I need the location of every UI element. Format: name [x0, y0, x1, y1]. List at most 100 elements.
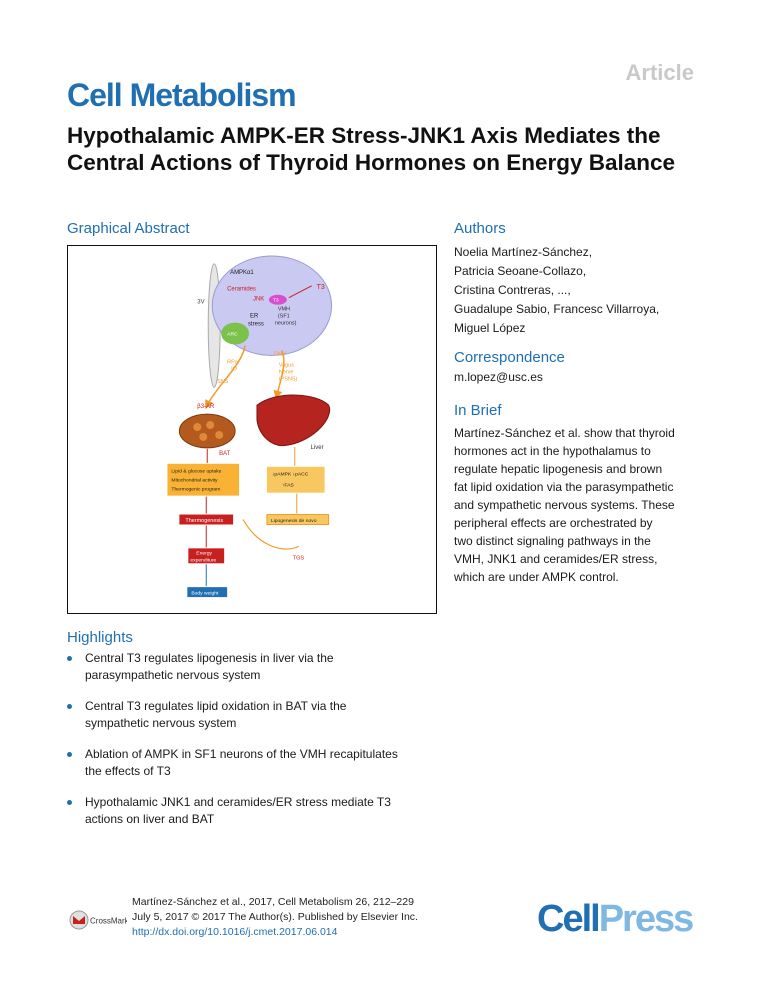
bat-cell — [199, 432, 208, 441]
energy-label: Energy — [196, 550, 212, 556]
arc-label: ARC — [227, 332, 238, 338]
author-line: Patricia Seoane-Collazo, — [454, 264, 587, 278]
in-brief-line: fat lipid oxidation via the parasympathe… — [454, 480, 674, 494]
bat-effect-2: Mitochondrial activity — [171, 478, 218, 484]
authors-heading: Authors — [454, 220, 506, 237]
rpa-label: RPa — [227, 359, 239, 365]
energy-box — [188, 548, 225, 564]
in-brief-heading: In Brief — [454, 402, 502, 419]
psns-label: (PSNS) — [279, 376, 298, 382]
t3-receptor-label: T3 — [273, 298, 279, 304]
ampk-label: AMPKα1 — [230, 270, 254, 276]
paper-title: Hypothalamic AMPK-ER Stress-JNK1 Axis Me… — [67, 123, 676, 175]
in-brief-line: peripheral effects are orchestrated by — [454, 516, 653, 530]
in-brief-line: VMH, JNK1 and ceramides/ER stress, — [454, 552, 658, 566]
bullet-icon — [67, 800, 72, 805]
highlight-line: parasympathetic nervous system — [85, 668, 261, 682]
thermogenesis-box — [179, 514, 234, 525]
jnk-label: JNK — [253, 297, 264, 303]
doi-link[interactable]: http://dx.doi.org/10.1016/j.cmet.2017.06… — [132, 926, 338, 938]
citation-line: Martínez-Sánchez et al., 2017, Cell Meta… — [132, 896, 414, 908]
liver-effect-2: ↑FAS — [282, 483, 295, 489]
crossmark-logo[interactable]: CrossMark — [69, 910, 127, 930]
author-line: Guadalupe Sabio, Francesc Villarroya, — [454, 302, 660, 316]
liver-effects-box — [266, 466, 325, 493]
bullet-icon — [67, 704, 72, 709]
highlights-heading: Highlights — [67, 629, 133, 646]
correspondence-email[interactable]: m.lopez@usc.es — [454, 370, 543, 384]
citation: Martínez-Sánchez et al., 2017, Cell Meta… — [132, 895, 418, 940]
bat-effect-3: Thermogenic program — [171, 487, 220, 493]
io-label: IO — [231, 366, 237, 372]
author-line: Noelia Martínez-Sánchez, — [454, 245, 593, 259]
ceramides-label: Ceramides — [227, 287, 256, 293]
highlights-list: Central T3 regulates lipogenesis in live… — [67, 650, 437, 842]
third-ventricle-label: 3V — [197, 300, 204, 306]
cellpress-logo-part: Press — [598, 898, 695, 940]
highlight-line: Ablation of AMPK in SF1 neurons of the V… — [85, 747, 398, 761]
stress-label: stress — [248, 322, 264, 328]
vmh-label: VMH — [278, 307, 290, 313]
er-label: ER — [250, 314, 259, 320]
svg-text:CrossMark: CrossMark — [90, 917, 127, 926]
t3-arrow — [288, 285, 312, 299]
liver-shape — [256, 394, 331, 447]
cellpress-logo[interactable]: CellPress — [537, 898, 695, 941]
bat-cell — [215, 430, 224, 439]
neurons-label: neurons) — [275, 321, 297, 327]
in-brief-line: and sympathetic nervous systems. These — [454, 498, 675, 512]
in-brief-text: Martínez-Sánchez et al. show that thyroi… — [454, 424, 704, 586]
in-brief-line: two distinct signaling pathways in the — [454, 534, 651, 548]
psns-pathway — [273, 350, 285, 400]
t3-receptor-shape — [268, 294, 287, 305]
in-brief-line: hormones act in the hypothalamus to — [454, 444, 651, 458]
citation-line: July 5, 2017 © 2017 The Author(s). Publi… — [132, 911, 418, 923]
sns-pathway — [205, 345, 246, 410]
highlight-item: Central T3 regulates lipogenesis in live… — [67, 650, 437, 684]
tgs-label: TGS — [293, 555, 305, 561]
sf1-label: (SF1 — [278, 314, 290, 320]
highlight-item: Central T3 regulates lipid oxidation in … — [67, 698, 437, 732]
bat-marker-label: β3-AR — [197, 404, 215, 410]
highlight-line: actions on liver and BAT — [85, 812, 215, 826]
highlight-item: Hypothalamic JNK1 and ceramides/ER stres… — [67, 794, 437, 828]
expenditure-label: expenditure — [190, 557, 216, 563]
in-brief-line: which are under AMPK control. — [454, 570, 619, 584]
highlight-line: sympathetic nervous system — [85, 716, 237, 730]
vagus-label: Vagus — [279, 362, 294, 368]
thermogenesis-label: Thermogenesis — [185, 518, 223, 524]
highlight-line: Hypothalamic JNK1 and ceramides/ER stres… — [85, 795, 391, 809]
graphical-abstract-diagram: 3V AMPKα1 Ceramides JNK ER stress T3 VMH… — [167, 255, 333, 598]
highlight-line: Central T3 regulates lipogenesis in live… — [85, 651, 334, 665]
author-line: Miguel López — [454, 321, 526, 335]
body-weight-box — [187, 587, 228, 598]
bat-label: BAT — [219, 451, 230, 457]
graphical-abstract-figure: 3V AMPKα1 Ceramides JNK ER stress T3 VMH… — [67, 245, 437, 614]
correspondence-heading: Correspondence — [454, 349, 565, 366]
article-label: Article — [625, 60, 694, 85]
bat-effect-1: Lipid & glucose uptake — [171, 469, 221, 475]
bat-cell — [206, 421, 215, 430]
sns-label: SNS — [217, 379, 229, 385]
in-brief-line: regulate hepatic lipogenesis and brown — [454, 462, 663, 476]
bullet-icon — [67, 752, 72, 757]
bat-cell — [193, 423, 202, 431]
bullet-icon — [67, 656, 72, 661]
highlight-item: Ablation of AMPK in SF1 neurons of the V… — [67, 746, 437, 780]
lipogenesis-box — [266, 514, 330, 525]
nerve-label: Nerve — [279, 369, 294, 375]
highlight-line: Central T3 regulates lipid oxidation in … — [85, 699, 347, 713]
author-line: Cristina Contreras, ..., — [454, 283, 571, 297]
cellpress-logo-part: Cell — [537, 898, 601, 940]
tgs-curve — [242, 519, 299, 550]
liver-effect-1: ↓pAMPK ↓pACC — [272, 472, 309, 478]
highlight-line: the effects of T3 — [85, 764, 171, 778]
body-weight-label: Body weight — [191, 591, 219, 597]
lipogenesis-label: Lipogenesis de novo — [271, 518, 317, 524]
authors-list: Noelia Martínez-Sánchez, Patricia Seoane… — [454, 243, 659, 338]
arc-region — [221, 322, 250, 345]
journal-name[interactable]: Cell Metabolism — [67, 77, 297, 113]
liver-label: Liver — [311, 445, 324, 451]
t3-label: T3 — [317, 284, 325, 291]
graphical-abstract-heading: Graphical Abstract — [67, 220, 190, 237]
